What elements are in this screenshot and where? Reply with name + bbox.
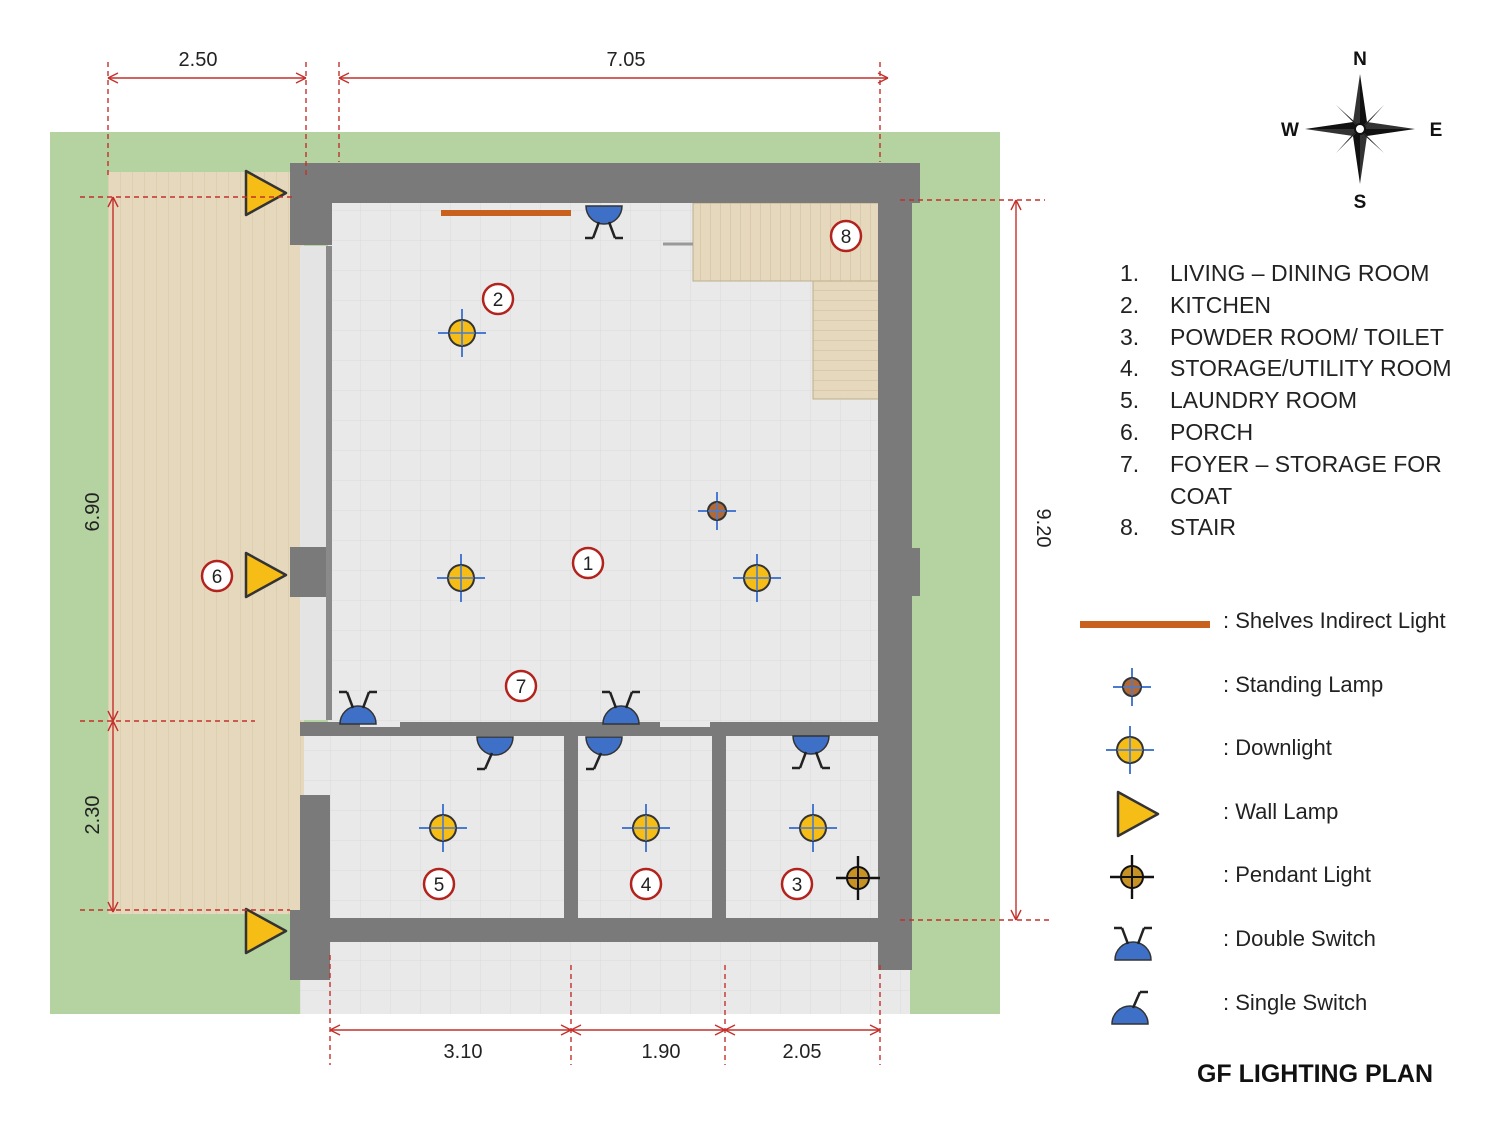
legend-row: : Shelves Indirect Light	[1060, 592, 1490, 656]
room-list-item: 5.LAUNDRY ROOM	[1120, 387, 1358, 414]
svg-text:5: 5	[434, 875, 445, 896]
room-list-item: 3.POWDER ROOM/ TOILET	[1120, 323, 1444, 350]
legend-row: : Wall Lamp	[1060, 783, 1490, 847]
legend-label: : Pendant Light	[1223, 862, 1372, 888]
room-marker-5: 5	[422, 867, 456, 901]
legend-row: : Downlight	[1060, 719, 1490, 783]
downlight-icon	[1105, 725, 1155, 776]
room-list-item: 8.STAIR	[1120, 514, 1237, 541]
svg-text:6: 6	[212, 567, 223, 588]
legend-label: : Single Switch	[1223, 989, 1368, 1015]
svg-text:4: 4	[641, 875, 652, 896]
room-list-item: 2.KITCHEN	[1120, 291, 1271, 318]
left-corridor-floor	[300, 246, 330, 720]
svg-text:2: 2	[493, 290, 504, 311]
pendant-light-icon	[1108, 854, 1156, 901]
legend-row: : Pendant Light	[1060, 846, 1490, 910]
compass-e: E	[1430, 120, 1443, 141]
legend-row: : Standing Lamp	[1060, 656, 1490, 720]
porch-deck	[108, 172, 304, 914]
single-switch-icon	[1110, 990, 1150, 1025]
room-markers: 1 2 3 4 5 6 7 8	[200, 219, 863, 901]
plan-title: GF LIGHTING PLAN	[1196, 1060, 1434, 1088]
legend-label: : Downlight	[1223, 735, 1332, 761]
legend-row: : Double Switch	[1060, 910, 1490, 974]
double-switch-icon	[1112, 926, 1154, 962]
room-list-item: 7.FOYER – STORAGE FOR COAT	[1120, 450, 1442, 509]
svg-text:8: 8	[841, 227, 852, 248]
legend-label: : Wall Lamp	[1223, 798, 1339, 824]
compass-s: S	[1354, 192, 1367, 213]
svg-text:3: 3	[792, 875, 803, 896]
room-marker-6: 6	[200, 559, 234, 593]
room-list-item: 4.STORAGE/UTILITY ROOM	[1120, 355, 1452, 382]
dim-bottom-2: 1.90	[642, 1041, 681, 1063]
standing-lamp-icon	[1112, 666, 1152, 707]
room-list-item: 1.LIVING – DINING ROOM	[1120, 260, 1430, 286]
svg-text:7: 7	[516, 677, 527, 698]
room-list-item: 6.PORCH	[1120, 418, 1254, 445]
svg-text:1: 1	[583, 554, 594, 575]
dim-left-upper: 6.90	[82, 493, 104, 532]
shelves-indirect-light-icon	[1080, 620, 1210, 628]
legend-label: : Double Switch	[1223, 925, 1376, 951]
living-floor	[328, 200, 883, 726]
room-list: 1.LIVING – DINING ROOM 2.KITCHEN 3.POWDE…	[1120, 258, 1480, 544]
room-marker-8: 8	[829, 219, 863, 253]
room-marker-7: 7	[504, 669, 538, 703]
walls	[290, 163, 920, 980]
compass-w: W	[1281, 120, 1299, 141]
dim-top-left: 2.50	[179, 49, 218, 71]
room-marker-2: 2	[481, 282, 515, 316]
dim-bottom-1: 3.10	[444, 1041, 483, 1063]
legend-label: : Shelves Indirect Light	[1223, 608, 1446, 633]
dimension-lines	[80, 62, 1050, 1065]
legend-label: : Standing Lamp	[1223, 671, 1384, 697]
compass-rose-icon	[1305, 74, 1415, 184]
compass-n: N	[1353, 49, 1367, 70]
dim-right: 9.20	[1032, 509, 1054, 548]
legend-row: : Single Switch	[1060, 974, 1490, 1038]
wall-lamp-icon	[1116, 790, 1160, 838]
dim-bottom-3: 2.05	[783, 1041, 822, 1063]
room-marker-3: 3	[780, 867, 814, 901]
room-marker-4: 4	[629, 867, 663, 901]
dim-top-right: 7.05	[607, 49, 646, 71]
shelves-indirect-light	[441, 210, 571, 216]
front-path-floor	[300, 940, 910, 1014]
dim-left-lower: 2.30	[82, 796, 104, 835]
legend: : Shelves Indirect Light : Standing Lamp…	[1060, 592, 1490, 1037]
room-marker-1: 1	[571, 546, 605, 580]
